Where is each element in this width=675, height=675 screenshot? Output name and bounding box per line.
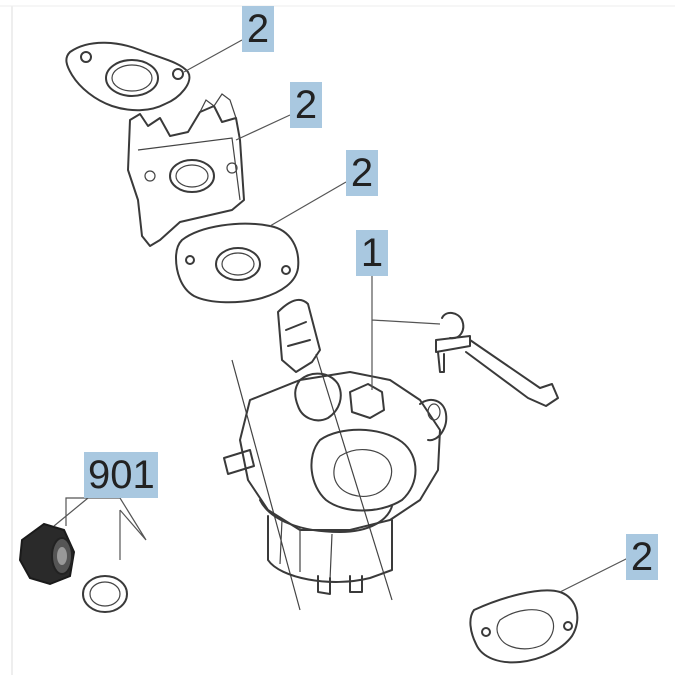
gasket-mid-shape bbox=[175, 222, 300, 304]
gasket-top-shape bbox=[65, 41, 191, 112]
choke-lever-shape bbox=[435, 312, 559, 407]
leader-lines bbox=[53, 39, 629, 593]
callout-gasket-mid: 2 bbox=[346, 150, 378, 196]
gasket-bottom-shape bbox=[469, 589, 579, 664]
insulator-shape bbox=[127, 93, 245, 247]
carburetor-shape bbox=[223, 298, 448, 611]
callout-gasket-top: 2 bbox=[242, 6, 274, 52]
callout-gasket-bottom: 2 bbox=[626, 534, 658, 580]
callout-insulator: 2 bbox=[290, 82, 322, 128]
callout-fitting-kit: 901 bbox=[84, 452, 158, 498]
callout-carburetor: 1 bbox=[356, 230, 388, 276]
fitting-shape bbox=[18, 522, 128, 613]
